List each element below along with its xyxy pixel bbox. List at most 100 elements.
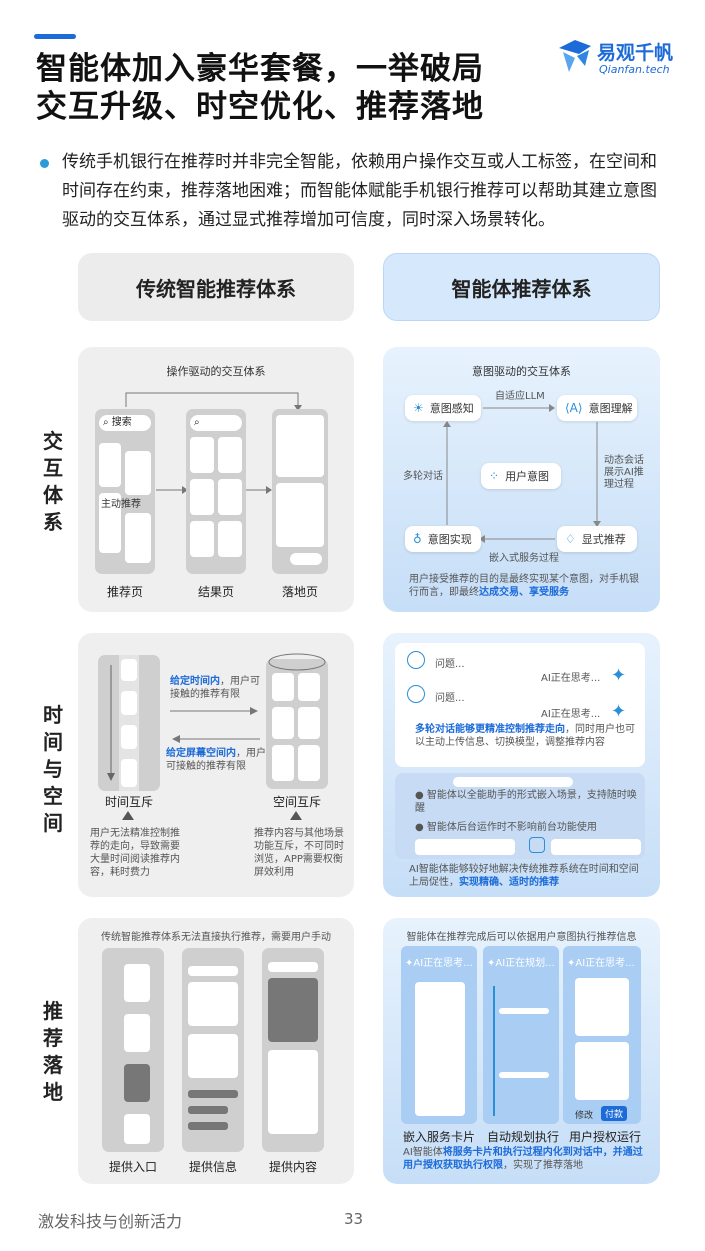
triangle-icon: [122, 811, 134, 820]
flow-arrows: [125, 392, 302, 494]
label-user-auth: 用户授权运行: [568, 1130, 641, 1144]
assistant-icon[interactable]: [529, 837, 545, 853]
space-ring: [268, 653, 326, 671]
phone-content: [262, 948, 324, 1152]
active-recommend-label: 主动推荐: [101, 499, 141, 510]
phone-entry: [102, 948, 164, 1152]
search-icon: ⌕: [103, 417, 109, 428]
time-exclusive-label: 时间互斥: [104, 795, 153, 809]
llm-label: 自适应LLM: [495, 391, 545, 402]
sparkle-icon: ✦: [487, 958, 496, 969]
footer-slogan: 激发科技与创新活力: [38, 1212, 183, 1231]
interaction-left-title: 操作驱动的交互体系: [166, 365, 266, 378]
page-title: 智能体加入豪华套餐，一举破局 交互升级、时空优化、推荐落地: [36, 51, 484, 125]
phone-time: [98, 655, 160, 791]
space-arrow: [172, 735, 260, 743]
space-desc: 推荐内容与其他场景功能互斥，不可同时浏览，APP需要权衡屏效利用: [254, 828, 344, 878]
time-right-note: AI智能体能够较好地解决传统推荐系统在时间和空间上局促性，实现精确、适时的推荐: [409, 864, 639, 888]
search-icon: ⌕: [190, 415, 242, 431]
interaction-right-panel: 意图驱动的交互体系 自适应LLM ☀意图感知 ⟨A⟩意图理解 ⁘用户意图 多轮对…: [383, 347, 660, 612]
label-entry: 提供入口: [108, 1160, 157, 1174]
page-label-landing: 落地页: [281, 585, 318, 599]
cycle-arrows: [443, 404, 601, 543]
row-label-landing: 推荐落地: [43, 999, 63, 1104]
logo-mark-icon: [559, 40, 591, 72]
sparkle-icon: ✦: [567, 958, 576, 969]
multi-turn-label: 多轮对话: [403, 471, 443, 482]
space-arrow-label: 给定屏幕空间内，用户可接触的推荐有限: [166, 748, 266, 772]
landing-left-title: 传统智能推荐体系无法直接执行推荐，需要用户手动: [101, 932, 331, 943]
phone-plan: ✦AI正在规划...: [483, 946, 559, 1124]
node-explicit: ♢显式推荐: [557, 526, 637, 552]
time-right-panel: 问题... AI正在思考... ✦ 问题... AI正在思考... ✦ 多轮对话…: [383, 633, 660, 897]
sparkle-icon: ☀: [413, 401, 424, 415]
question-2: 问题...: [435, 693, 465, 704]
user-icon: [407, 685, 425, 703]
triangle-icon: [290, 811, 302, 820]
phone-card: ✦AI正在思考...: [401, 946, 477, 1124]
time-left-panel: 给定时间内，用户可接触的推荐有限 给定屏幕空间内，用户可接触的推荐有限 时间互斥…: [78, 633, 354, 897]
page-label-results: 结果页: [197, 585, 234, 599]
label-content: 提供内容: [268, 1160, 317, 1174]
time-desc: 用户无法精准控制推荐的走向，导致需要大量时间阅读推荐内容，耗时费力: [90, 828, 180, 878]
label-service-card: 嵌入服务卡片: [402, 1130, 475, 1144]
node-user-intent: ⁘用户意图: [481, 463, 561, 489]
logo-text: 易观千帆: [597, 42, 674, 64]
embedded-label: 嵌入式服务过程: [489, 553, 559, 564]
bullet-1: ● 智能体以全能助手的形式嵌入场景，支持随时唤醒: [415, 790, 637, 814]
label-info: 提供信息: [188, 1160, 237, 1174]
ai-icon: ⟨A⟩: [565, 401, 583, 415]
chat-card: 问题... AI正在思考... ✦ 问题... AI正在思考... ✦ 多轮对话…: [395, 643, 645, 767]
sparkle-icon: ✦: [611, 665, 627, 686]
thinking-1: AI正在思考...: [541, 673, 601, 684]
intro-text: 传统手机银行在推荐时并非完全智能，依赖用户操作交互或人工标签，在空间和时间存在约…: [62, 152, 657, 230]
bulb-icon: ♁: [413, 532, 422, 546]
sparkle-icon: ✦: [405, 958, 414, 969]
space-exclusive-label: 空间互斥: [272, 795, 321, 809]
thinking-2: AI正在思考...: [541, 709, 601, 720]
logo: 易观千帆 Qianfan.tech: [555, 36, 680, 78]
phone-authorize: ✦AI正在思考... 修改 付款: [563, 946, 641, 1124]
landing-right-note: AI智能体将服务卡片和执行过程内化到对话中，并通过用户授权获取执行权限，实现了推…: [403, 1147, 643, 1171]
time-arrow-label: 给定时间内，用户可接触的推荐有限: [170, 676, 260, 700]
phone-authorize-status: ✦AI正在思考...: [567, 958, 635, 969]
node-realize: ♁意图实现: [405, 526, 481, 552]
node-understand: ⟨A⟩意图理解: [557, 395, 637, 421]
dots-icon: ⁘: [489, 469, 500, 483]
search-label: 搜索: [111, 417, 132, 428]
bullet-dot: [40, 159, 49, 168]
phone-results: ⌕: [186, 409, 246, 574]
logo-subtext: Qianfan.tech: [599, 63, 670, 76]
row-label-interaction: 交互体系: [43, 429, 63, 534]
bg-assistant-card: ● 智能体以全能助手的形式嵌入场景，支持随时唤醒 ● 智能体后台运作时不影响前台…: [395, 773, 645, 859]
page-label-recommend: 推荐页: [106, 585, 143, 599]
row-label-time-space: 时间与空间: [43, 703, 63, 835]
column-header-agent: 智能体推荐体系: [383, 253, 660, 321]
phone-plan-status: ✦AI正在规划...: [487, 958, 555, 969]
accent-bar: [34, 34, 76, 39]
modify-button[interactable]: 修改: [575, 1111, 594, 1121]
dynamic-label: 动态会话展示AI推理过程: [604, 455, 644, 490]
landing-right-panel: 智能体在推荐完成后可以依据用户意图执行推荐信息 ✦AI正在思考... ✦AI正在…: [383, 918, 660, 1184]
phone-space: [266, 653, 328, 789]
phone-landing: [272, 409, 328, 574]
search-bar[interactable]: ⌕ 搜索: [99, 415, 151, 431]
interaction-left-panel: 操作驱动的交互体系 ⌕ 搜索 主动推荐 ⌕ 推荐页 结果页 落地页: [78, 347, 354, 612]
question-1: 问题...: [435, 659, 465, 670]
scroll-arrow: [107, 665, 115, 781]
landing-left-panel: 传统智能推荐体系无法直接执行推荐，需要用户手动 提供入口 提供信息 提供内容: [78, 918, 354, 1184]
time-arrow: [170, 707, 258, 715]
node-perceive: ☀意图感知: [405, 395, 481, 421]
interaction-right-note: 用户接受推荐的目的是最终实现某个意图，对手机银行而言，即最终达成交易、享受服务: [409, 574, 639, 598]
bullet-2: ● 智能体后台运作时不影响前台功能使用: [415, 822, 597, 833]
pay-button[interactable]: 付款: [601, 1106, 628, 1121]
sparkle-icon: ✦: [611, 701, 627, 722]
label-auto-plan: 自动规划执行: [486, 1130, 559, 1144]
phone-recommend: ⌕ 搜索 主动推荐: [95, 409, 155, 574]
landing-right-title: 智能体在推荐完成后可以依据用户意图执行推荐信息: [406, 932, 637, 943]
page-number: 33: [344, 1210, 364, 1228]
phone-info: [182, 948, 244, 1152]
interaction-right-title: 意图驱动的交互体系: [472, 365, 571, 378]
column-header-traditional: 传统智能推荐体系: [78, 253, 354, 321]
thumbs-up-icon: ♢: [565, 532, 576, 546]
